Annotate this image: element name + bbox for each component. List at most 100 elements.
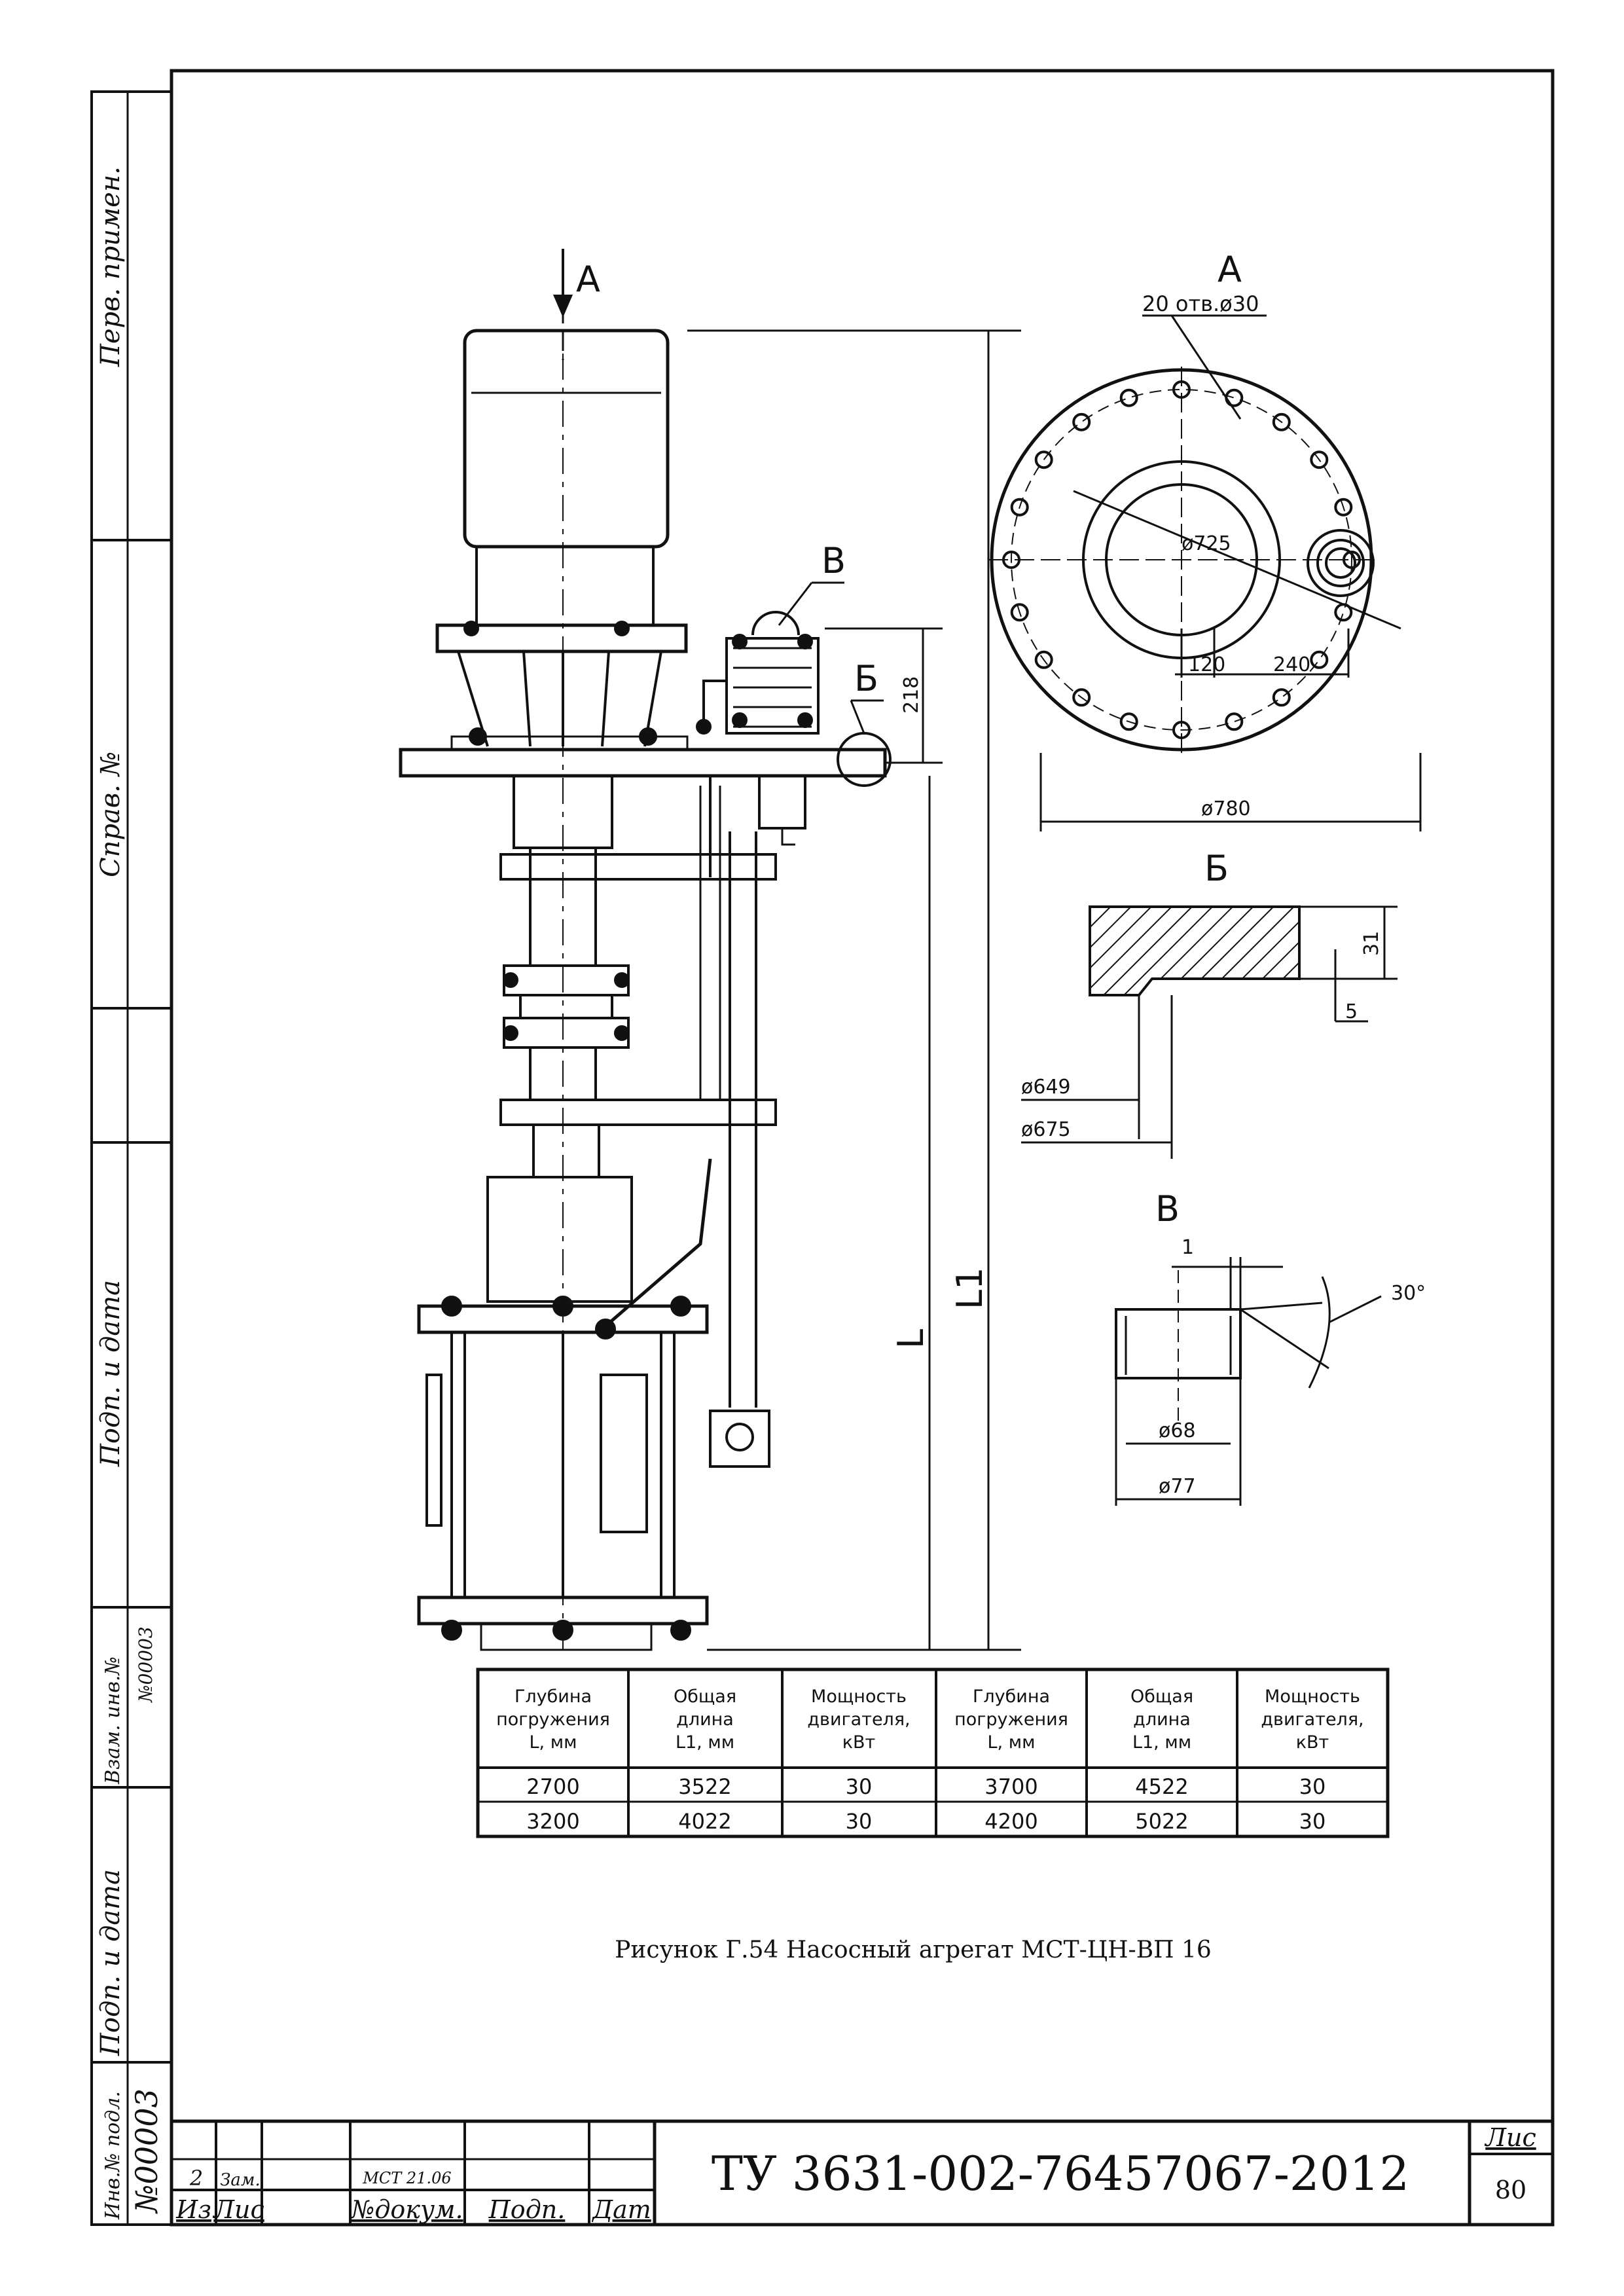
- th-4-l3: L, мм: [988, 1732, 1036, 1753]
- table-cell: 5022: [1135, 1809, 1188, 1834]
- main-labels: А В Б 218 L L1: [576, 259, 1021, 1651]
- dim-L1: L1: [949, 1267, 990, 1309]
- stamp-podp-data-2: Подп. и дата: [96, 1869, 126, 2056]
- figure-caption: Рисунок Г.54 Насосный агрегат МСТ-ЦН-ВП …: [615, 1937, 1212, 1963]
- dia-77: ø77: [1159, 1475, 1196, 1498]
- dim-120: 120: [1188, 653, 1225, 676]
- table-cell: 30: [1299, 1774, 1326, 1799]
- tb-doc-value: МСТ 21.06: [362, 2169, 451, 2187]
- dim-1: 1: [1182, 1236, 1194, 1259]
- stamp-vzam-inv-value: №00003: [135, 1626, 156, 1703]
- dim-L: L: [890, 1329, 931, 1349]
- tb-col-doc: №докум.: [350, 2195, 463, 2224]
- tb-sheet-number: 80: [1495, 2176, 1526, 2204]
- th-1-l3: L, мм: [530, 1732, 577, 1753]
- table-cell: 4022: [678, 1809, 731, 1834]
- th-1-l1: Глубина: [514, 1686, 592, 1707]
- tb-col-lis: Лис: [212, 2195, 264, 2224]
- bolt-hole: [1119, 712, 1138, 731]
- leader-v-label: В: [821, 540, 846, 581]
- title-block-texts: 2 Зам. МСТ 21.06 Из Лис №докум. Подп. Да…: [175, 2123, 1536, 2224]
- bolt-hole: [1272, 688, 1291, 707]
- tb-col-date: Дат: [591, 2195, 651, 2224]
- stamp-inv-podl-value: №00003: [129, 2088, 164, 2214]
- bolt-hole: [1034, 450, 1053, 469]
- bolt-hole: [1002, 551, 1020, 569]
- dia-780: ø780: [1201, 797, 1251, 820]
- th-3-l3: кВт: [842, 1732, 876, 1753]
- th-5-l1: Общая: [1130, 1686, 1193, 1707]
- th-5-l3: L1, мм: [1132, 1732, 1191, 1753]
- th-2-l2: длина: [676, 1709, 734, 1730]
- stamp-inv-podl: Инв.№ подл.: [101, 2091, 124, 2220]
- bolt-hole: [1225, 388, 1244, 407]
- stamp-vzam-inv: Взам. инв.№: [101, 1656, 124, 1785]
- dia-649: ø649: [1021, 1076, 1071, 1099]
- stamp-podp-data-1: Подп. и дата: [96, 1280, 126, 1467]
- bolt-hole: [1334, 603, 1353, 622]
- bolt-hole: [1172, 380, 1191, 399]
- bolt-hole: [1343, 551, 1361, 569]
- pump-assembly: [399, 249, 892, 1651]
- sheet-frame: [90, 69, 1555, 2227]
- bolt-hole: [1072, 412, 1091, 431]
- bolt-hole: [1172, 721, 1191, 739]
- tb-lis-value: Зам.: [220, 2170, 261, 2190]
- th-6-l1: Мощность: [1265, 1686, 1360, 1707]
- bolt-hole: [1272, 412, 1291, 431]
- bolt-hole: [1334, 498, 1353, 517]
- table-cell: 2700: [526, 1774, 579, 1799]
- side-stamp: Перв. примен. Справ. № Подп. и дата Взам…: [96, 166, 164, 2220]
- dia-675: ø675: [1021, 1118, 1071, 1141]
- table-cell: 30: [846, 1809, 873, 1834]
- th-2-l3: L1, мм: [676, 1732, 734, 1753]
- th-5-l2: длина: [1133, 1709, 1191, 1730]
- th-6-l3: кВт: [1296, 1732, 1329, 1753]
- stamp-perv-primen: Перв. примен.: [96, 166, 126, 367]
- th-3-l1: Мощность: [811, 1686, 907, 1707]
- th-4-l2: погружения: [954, 1709, 1068, 1730]
- table-cell: 30: [1299, 1809, 1326, 1834]
- th-3-l2: двигателя,: [807, 1709, 910, 1730]
- holes-note: 20 отв.ø30: [1142, 291, 1259, 316]
- dim-240: 240: [1273, 653, 1310, 676]
- flange-bolt-holes: [1002, 380, 1361, 739]
- title-block: [171, 2119, 1553, 2225]
- dim-31: 31: [1360, 931, 1383, 956]
- table-cell: 4200: [984, 1809, 1038, 1834]
- view-a-title: А: [1218, 249, 1242, 290]
- bolt-hole: [1072, 688, 1091, 707]
- leader-b-label: Б: [854, 658, 878, 699]
- spec-table: Глубина погружения L, мм Общая длина L1,…: [476, 1667, 1390, 1838]
- dim-218: 218: [900, 676, 923, 714]
- bolt-hole: [1034, 650, 1053, 669]
- th-1-l2: погружения: [496, 1709, 610, 1730]
- dia-725: ø725: [1182, 532, 1231, 555]
- tb-izm-value: 2: [189, 2166, 203, 2191]
- bolt-hole: [1310, 450, 1329, 469]
- document-code: ТУ 3631-002-76457067-2012: [712, 2146, 1409, 2201]
- th-4-l1: Глубина: [973, 1686, 1050, 1707]
- angle-30: 30°: [1391, 1282, 1426, 1305]
- view-a-arrow-label: А: [576, 259, 600, 300]
- bolt-hole: [1119, 388, 1138, 407]
- detail-v-title: В: [1155, 1188, 1180, 1230]
- tb-col-podp: Подп.: [488, 2195, 566, 2224]
- stamp-sprav-no: Справ. №: [96, 752, 126, 877]
- th-2-l1: Общая: [674, 1686, 736, 1707]
- bolt-hole: [1010, 498, 1029, 517]
- bolt-hole: [1310, 650, 1329, 669]
- tb-col-izm: Из: [175, 2195, 211, 2224]
- dim-5: 5: [1345, 1000, 1358, 1023]
- table-cell: 4522: [1135, 1774, 1188, 1799]
- table-cell: 30: [846, 1774, 873, 1799]
- bolt-hole: [1010, 603, 1029, 622]
- table-cell: 3200: [526, 1809, 579, 1834]
- table-cell: 3522: [678, 1774, 731, 1799]
- dia-68: ø68: [1159, 1419, 1196, 1442]
- th-6-l2: двигателя,: [1261, 1709, 1363, 1730]
- table-cell: 3700: [984, 1774, 1038, 1799]
- detail-v: В 1 30° ø68 ø77: [1115, 1188, 1426, 1506]
- tb-sheet-label: Лис: [1484, 2123, 1536, 2152]
